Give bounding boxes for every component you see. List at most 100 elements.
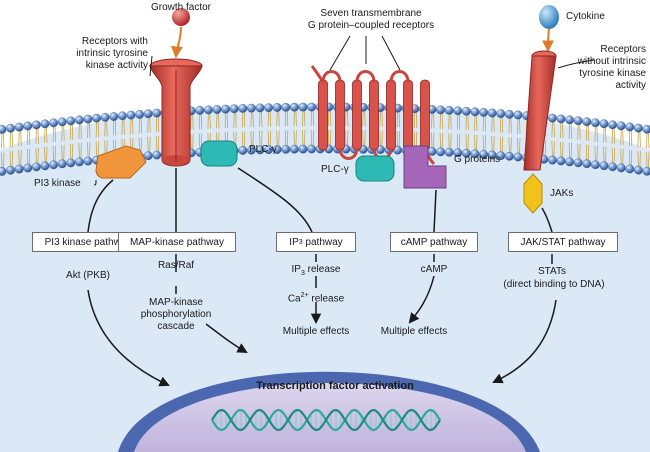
label-ip3-release: IP3 release xyxy=(276,264,356,280)
membrane-head xyxy=(307,144,316,154)
membrane-head xyxy=(608,162,617,172)
membrane-head xyxy=(289,102,299,112)
membrane-head xyxy=(100,112,110,122)
membrane-head xyxy=(496,109,506,119)
membrane-head xyxy=(504,151,514,161)
cytokine-arrow xyxy=(542,28,555,53)
ip3-pathway-sub: 3 xyxy=(298,238,303,246)
membrane-head xyxy=(444,105,454,115)
membrane-head xyxy=(6,123,16,133)
arrow-jak-bottom xyxy=(492,299,557,384)
membrane-head xyxy=(143,109,153,119)
ip3-release-sub: 3 xyxy=(300,270,305,277)
membrane-head xyxy=(487,150,497,160)
cytoplasm xyxy=(0,103,650,452)
gpcr-helix xyxy=(403,79,413,151)
membrane-head xyxy=(40,161,50,171)
membrane-head xyxy=(565,157,574,167)
membrane-head xyxy=(23,163,33,173)
membrane-head xyxy=(152,150,162,160)
membrane-head xyxy=(642,166,650,176)
label-akt: Akt (PKB) xyxy=(66,270,110,281)
membrane-head xyxy=(66,158,76,168)
membrane-head xyxy=(470,107,480,117)
membrane-head xyxy=(479,150,488,159)
membrane-head xyxy=(75,157,84,167)
plc-gamma-shape-2 xyxy=(355,155,395,182)
label-ras-raf: Ras/Raf xyxy=(157,260,195,271)
box-camp-pathway: cAMP pathway xyxy=(390,232,478,252)
membrane-head xyxy=(513,152,523,162)
membrane-head xyxy=(625,164,635,174)
membrane-head xyxy=(634,123,643,133)
membrane-head xyxy=(307,102,316,112)
ip3-release-rest: release xyxy=(304,264,341,275)
gpcr-helix xyxy=(318,79,328,151)
membrane-head xyxy=(591,118,600,128)
membrane-head xyxy=(264,145,273,155)
label-receptors-tk-line3: kinase activity xyxy=(85,60,148,71)
membrane-head xyxy=(470,149,480,159)
membrane-head xyxy=(49,160,58,170)
membrane-head xyxy=(642,124,650,134)
membrane-head xyxy=(246,103,256,113)
label-mapk-cascade-1: MAP-kinase xyxy=(149,297,203,308)
nucleus xyxy=(134,383,526,452)
membrane-head xyxy=(57,159,67,169)
membrane-head xyxy=(32,162,41,172)
leader-pi3k xyxy=(93,179,97,186)
membrane-head xyxy=(0,167,7,176)
membrane-head xyxy=(6,165,16,175)
label-multiple-effects-2: Multiple effects xyxy=(380,326,448,337)
membrane-head xyxy=(83,114,93,124)
cytokine-ball xyxy=(539,5,559,29)
membrane-head xyxy=(496,151,506,161)
label-ca-release: Ca2+ release xyxy=(276,290,356,305)
gpcr-helix xyxy=(386,79,396,151)
membrane-head xyxy=(272,145,282,154)
label-multiple-effects-1: Multiple effects xyxy=(282,326,350,337)
nucleus-title: Transcription factor activation xyxy=(256,380,414,392)
membrane-head xyxy=(565,115,574,125)
membrane-head xyxy=(264,103,273,113)
membrane-head xyxy=(616,121,626,131)
membrane-head xyxy=(272,103,282,112)
label-receptors-no-tk-line4: activity xyxy=(615,80,646,91)
growth-factor-ball xyxy=(172,8,190,26)
arrow-mapk-to-nucleus xyxy=(205,323,248,354)
label-gpcr-line2: G protein–coupled receptors xyxy=(307,20,435,31)
tyrosine-kinase-receptor xyxy=(149,58,203,167)
membrane-head xyxy=(212,105,222,114)
membrane-head xyxy=(608,120,617,130)
label-gpcr: Seven transmembrane G protein–coupled re… xyxy=(297,8,445,32)
membrane-head xyxy=(66,116,76,126)
membrane-head xyxy=(573,116,583,126)
membrane-head xyxy=(40,119,50,129)
ca-release-rest: release xyxy=(308,293,345,305)
membrane-head xyxy=(582,117,592,127)
dna-strand-2 xyxy=(211,408,441,432)
ip3-release-main: IP xyxy=(291,264,301,275)
membrane-head xyxy=(487,108,497,118)
membrane-head xyxy=(582,159,592,169)
label-growth-factor: Growth factor xyxy=(150,2,212,13)
label-receptors-no-tk-line1: Receptors xyxy=(600,44,646,55)
arrow-camp-top xyxy=(433,189,437,233)
label-pi3-kinase: PI3 kinase xyxy=(34,178,81,189)
box-mapk-pathway: MAP-kinase pathway xyxy=(118,232,236,252)
label-mapk-cascade: MAP-kinase phosphorylation cascade xyxy=(126,297,226,333)
ip3-pathway-main: IP xyxy=(289,236,299,248)
label-receptors-no-tk-line3: tyrosine kinase xyxy=(579,68,646,79)
membrane-head xyxy=(118,111,127,121)
membrane-head xyxy=(195,105,205,115)
label-g-proteins: G proteins xyxy=(454,154,501,165)
membrane-head xyxy=(229,104,239,114)
label-gpcr-line1: Seven transmembrane xyxy=(320,8,422,19)
label-receptors-no-tk: Receptors without intrinsic tyrosine kin… xyxy=(560,44,646,92)
membrane-head xyxy=(298,102,308,112)
leader-receptor xyxy=(149,55,153,77)
cytokine-receptor xyxy=(523,50,557,171)
membrane-head xyxy=(246,145,256,155)
label-plc-gamma-1: PLC-γ xyxy=(249,144,277,155)
